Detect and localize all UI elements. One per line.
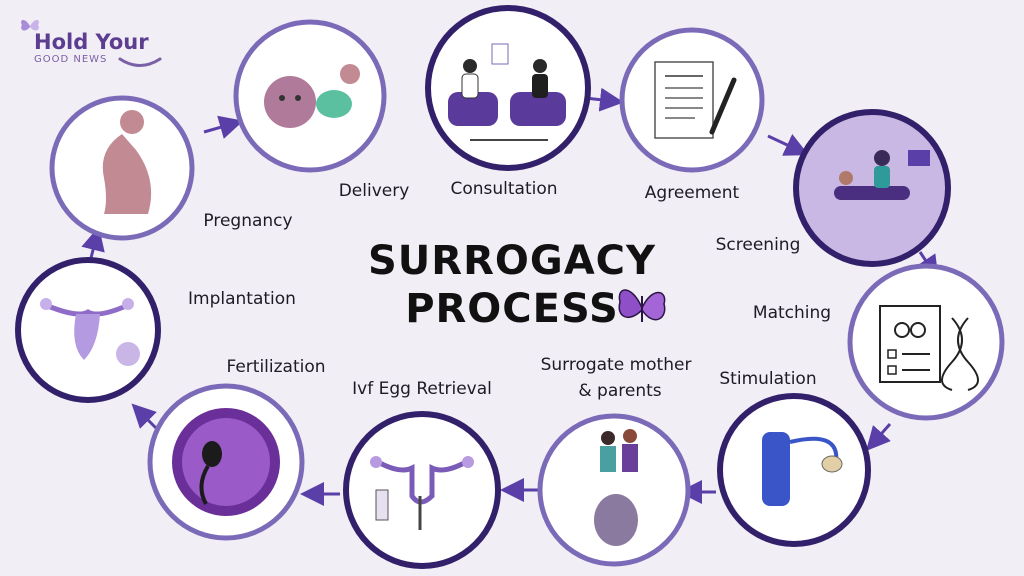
- step-label-pregnancy: Pregnancy: [203, 211, 293, 231]
- logo-subtitle: GOOD NEWS: [34, 54, 108, 65]
- family-icon: [594, 429, 638, 546]
- step-fertilization-circle: [147, 383, 305, 541]
- step-stimulation-circle: [717, 393, 871, 547]
- step-agreement-circle: [619, 27, 765, 173]
- step-label-stimulation: Stimulation: [719, 369, 817, 389]
- baby-icon: [264, 64, 360, 128]
- butterfly-icon: [618, 289, 666, 322]
- flow-arrows: [81, 87, 939, 506]
- step-label-surrogate-line1: Surrogate mother: [540, 355, 692, 375]
- ultrasound-screening-icon: [834, 150, 930, 200]
- smile-swoosh-icon: [118, 57, 162, 67]
- gender-dna-icon: [879, 305, 979, 391]
- pregnant-woman-icon: [102, 110, 152, 214]
- step-label-delivery: Delivery: [338, 181, 410, 201]
- step-label-agreement: Agreement: [644, 183, 740, 203]
- uterus-retrieval-icon: [370, 456, 474, 530]
- contract-pen-icon: [654, 61, 737, 139]
- step-consultation-circle: [425, 5, 591, 171]
- diagram-title-line2: PROCESS: [405, 286, 619, 332]
- egg-sperm-icon: [172, 408, 280, 516]
- consultation-icon: [448, 43, 566, 141]
- step-pregnancy-circle: [49, 95, 195, 241]
- step-implantation-circle: [15, 257, 161, 403]
- step-label-screening: Screening: [715, 235, 801, 255]
- step-label-surrogate-line2: & parents: [578, 381, 662, 401]
- butterfly-logo-icon: [21, 19, 39, 31]
- uterus-embryo-icon: [40, 298, 140, 366]
- step-matching-circle: [847, 263, 1005, 421]
- step-label-fertilization: Fertilization: [226, 357, 326, 377]
- step-label-implantation: Implantation: [188, 289, 296, 309]
- step-egg-retrieval-circle: [343, 411, 501, 569]
- step-screening-circle: [793, 109, 951, 267]
- ovary-stimulation-icon: [762, 432, 843, 506]
- logo-title: Hold Your: [34, 30, 149, 54]
- step-label-matching: Matching: [752, 303, 832, 323]
- diagram-title-line1: SURROGACY: [367, 238, 657, 284]
- step-surrogate-parents-circle: [537, 413, 691, 567]
- step-label-egg-retrieval: Ivf Egg Retrieval: [352, 379, 492, 399]
- step-label-consultation: Consultation: [450, 179, 558, 199]
- step-delivery-circle: [233, 19, 387, 173]
